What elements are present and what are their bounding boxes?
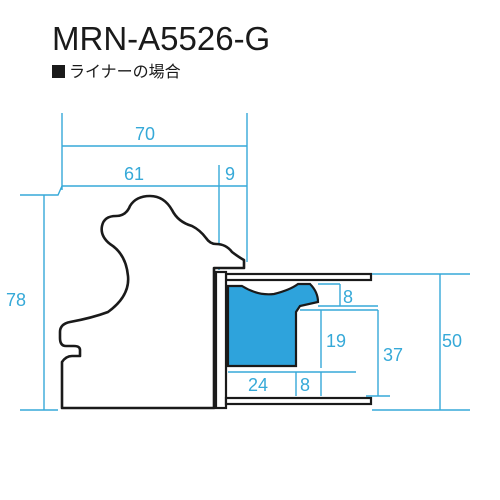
liner-bottom-plate	[224, 396, 373, 406]
product-code-title: MRN-A5526-G	[52, 20, 271, 57]
square-bullet-icon	[52, 65, 65, 78]
dim-liner-lip: 8	[343, 287, 353, 307]
dim-bottom-lip: 8	[300, 375, 310, 395]
subtitle-text: ライナーの場合	[69, 62, 181, 81]
dim-liner-offset: 9	[225, 164, 235, 184]
left-dimension	[20, 195, 58, 411]
frame-profile	[58, 194, 246, 410]
dim-insert-height: 19	[326, 331, 346, 351]
dim-inner-height: 37	[383, 345, 403, 365]
liner-insert	[226, 282, 320, 368]
liner-back	[214, 270, 228, 410]
dim-liner-height: 50	[442, 331, 462, 351]
liner-top-plate	[224, 272, 373, 282]
subtitle: ライナーの場合	[52, 64, 181, 80]
dim-frame-height: 78	[6, 290, 26, 310]
dim-overall-width: 70	[135, 124, 155, 144]
dim-frame-width: 61	[124, 164, 144, 184]
dim-bottom-width: 24	[248, 375, 268, 395]
right-dimensions	[228, 273, 470, 411]
